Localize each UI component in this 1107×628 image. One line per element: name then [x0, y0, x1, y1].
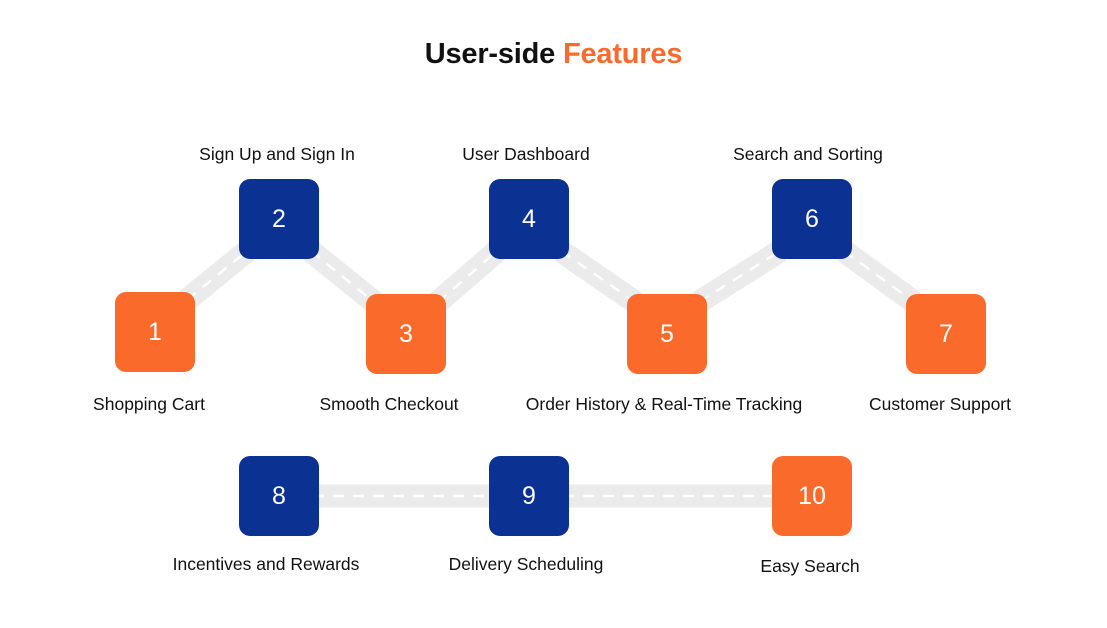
node-box-10[interactable]: 10 [772, 456, 852, 536]
connector-dash-5-6 [698, 249, 781, 304]
node-box-9[interactable]: 9 [489, 456, 569, 536]
node-label-7: Customer Support [868, 394, 1012, 414]
node-label-2: Sign Up and Sign In [199, 144, 355, 164]
title-primary: User-side [424, 38, 556, 70]
node-box-8[interactable]: 8 [239, 456, 319, 536]
connector-dashes [186, 249, 915, 498]
node-number: 2 [272, 204, 286, 233]
title-accent: Features [562, 38, 683, 70]
node-number: 4 [522, 204, 536, 233]
node-box-3[interactable]: 3 [366, 294, 446, 374]
node-label-6: Search and Sorting [733, 144, 883, 164]
node-number: 7 [939, 319, 953, 348]
node-number: 8 [272, 481, 286, 510]
node-label-1: Shopping Cart [93, 394, 205, 414]
connector-dash-4-5 [560, 250, 636, 303]
node-label-9: Delivery Scheduling [448, 554, 604, 574]
node-number: 10 [798, 481, 826, 510]
node-label-10: Easy Search [760, 556, 860, 576]
node-box-4[interactable]: 4 [489, 179, 569, 259]
page-title: User-side Features [0, 38, 1107, 71]
node-number: 6 [805, 204, 819, 233]
node-box-7[interactable]: 7 [906, 294, 986, 374]
connector-dash-6-7 [843, 250, 915, 303]
node-label-4: User Dashboard [462, 144, 590, 164]
connector-dash-1-2 [186, 250, 248, 301]
node-box-2[interactable]: 2 [239, 179, 319, 259]
node-box-5[interactable]: 5 [627, 294, 707, 374]
node-box-1[interactable]: 1 [115, 292, 195, 372]
node-number: 1 [148, 317, 162, 346]
node-label-3: Smooth Checkout [319, 394, 459, 414]
node-number: 3 [399, 319, 413, 348]
node-label-5: Order History & Real-Time Tracking [525, 394, 803, 414]
connector-dash-3-4 [437, 250, 498, 303]
node-label-8: Incentives and Rewards [172, 554, 360, 574]
node-number: 9 [522, 481, 536, 510]
connector-dash-2-3 [310, 250, 375, 303]
node-number: 5 [660, 319, 674, 348]
node-box-6[interactable]: 6 [772, 179, 852, 259]
